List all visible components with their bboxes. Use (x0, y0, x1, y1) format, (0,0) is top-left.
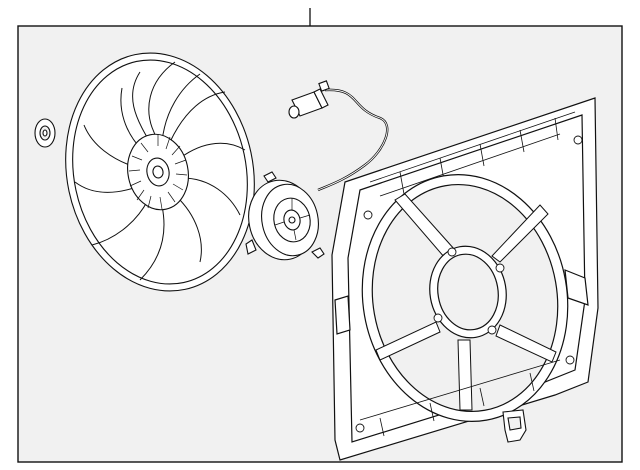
clip-icon (502, 409, 527, 443)
fan-blade-icon (65, 52, 255, 292)
connector-icon (288, 80, 389, 192)
motor-icon (245, 171, 325, 261)
nut-icon (34, 118, 56, 148)
shroud-icon (331, 97, 599, 461)
